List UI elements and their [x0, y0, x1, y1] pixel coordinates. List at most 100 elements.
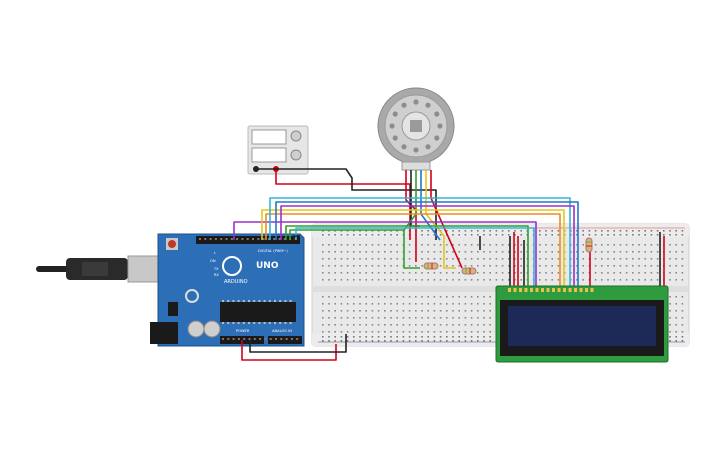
breadboard-hole: [439, 234, 442, 236]
breadboard-hole: [656, 258, 659, 260]
breadboard-hole: [681, 258, 684, 260]
resistor[interactable]: [423, 262, 439, 270]
breadboard-hole: [520, 279, 522, 281]
current-knob[interactable]: [290, 149, 302, 161]
breadboard-hole: [675, 272, 677, 274]
breadboard-hole: [483, 234, 485, 236]
breadboard-hole: [638, 244, 640, 246]
breadboard-hole: [377, 279, 380, 281]
breadboard-hole: [644, 258, 646, 260]
breadboard-hole: [539, 265, 541, 267]
breadboard-hole: [384, 336, 386, 338]
breadboard-hole: [489, 310, 491, 312]
breadboard-hole: [371, 303, 374, 305]
breadboard-hole: [377, 324, 380, 326]
motor-shaft: [410, 120, 422, 132]
breadboard-hole: [377, 317, 380, 319]
rx-label: RX: [214, 273, 219, 277]
breadboard-hole: [483, 340, 485, 342]
breadboard-hole: [551, 230, 553, 232]
breadboard-hole: [415, 265, 417, 267]
breadboard-hole: [421, 340, 423, 342]
breadboard-hole: [408, 279, 411, 281]
breadboard-hole: [421, 331, 423, 333]
resistor[interactable]: [585, 237, 593, 253]
breadboard-hole: [650, 244, 653, 246]
breadboard-hole: [520, 265, 522, 267]
breadboard-hole: [433, 310, 436, 312]
motor-hole: [413, 99, 419, 105]
breadboard-hole: [359, 272, 361, 274]
breadboard-hole: [439, 272, 442, 274]
breadboard-hole: [557, 234, 560, 236]
breadboard-hole: [421, 296, 423, 298]
breadboard-hole: [458, 234, 460, 236]
arduino-uno[interactable]: ARDUINO UNO DIGITAL (PWM~) POWER ANALOG …: [36, 233, 305, 347]
voltage-knob[interactable]: [290, 130, 302, 142]
breadboard-hole: [489, 336, 491, 338]
breadboard-hole: [669, 258, 671, 260]
breadboard-hole: [675, 340, 677, 342]
breadboard-hole: [433, 336, 436, 338]
breadboard-hole: [408, 336, 411, 338]
breadboard-hole: [551, 244, 553, 246]
breadboard-hole: [446, 296, 448, 298]
breadboard-hole: [632, 272, 634, 274]
breadboard-hole: [464, 279, 467, 281]
header-pin: [253, 338, 256, 340]
breadboard-hole: [551, 251, 553, 253]
breadboard-hole: [483, 310, 485, 312]
breadboard-hole: [495, 234, 498, 236]
capacitor: [187, 320, 205, 338]
breadboard-hole: [452, 310, 454, 312]
breadboard-hole: [681, 310, 684, 312]
breadboard-hole: [483, 230, 485, 232]
breadboard-hole: [681, 317, 684, 319]
breadboard-hole: [353, 331, 355, 333]
breadboard-hole: [632, 234, 634, 236]
wire-purple2: [280, 205, 575, 286]
breadboard-hole: [458, 279, 460, 281]
breadboard-hole: [452, 279, 454, 281]
dc-power-supply[interactable]: [247, 125, 309, 175]
breadboard-hole: [458, 310, 460, 312]
breadboard-hole: [681, 272, 684, 274]
breadboard-hole: [483, 258, 485, 260]
lcd-16x2[interactable]: [495, 285, 669, 363]
breadboard-hole: [384, 279, 386, 281]
breadboard-hole: [384, 340, 386, 342]
chip-pin: [263, 300, 266, 302]
breadboard-hole: [384, 296, 386, 298]
breadboard-hole: [625, 279, 628, 281]
breadboard-hole: [427, 336, 429, 338]
breadboard-hole: [390, 234, 392, 236]
breadboard-hole: [446, 324, 448, 326]
motor-hole: [425, 144, 431, 150]
breadboard-hole: [384, 234, 386, 236]
breadboard-hole: [464, 265, 467, 267]
current-display: [251, 147, 287, 163]
breadboard-hole: [359, 317, 361, 319]
breadboard-hole: [365, 336, 367, 338]
breadboard-hole: [371, 296, 374, 298]
breadboard-hole: [508, 272, 510, 274]
header-pin: [285, 338, 288, 340]
breadboard-hole: [384, 303, 386, 305]
resistor[interactable]: [461, 267, 477, 275]
breadboard-hole: [334, 317, 336, 319]
breadboard-hole: [514, 251, 516, 253]
usb-cable: [36, 266, 74, 272]
lcd-pin: [557, 288, 561, 292]
breadboard-hole: [365, 258, 367, 260]
breadboard-hole: [601, 230, 603, 232]
dc-motor-with-encoder[interactable]: [377, 87, 455, 171]
breadboard-hole: [402, 310, 405, 312]
breadboard-hole: [625, 230, 628, 232]
breadboard-hole: [681, 265, 684, 267]
breadboard-hole: [328, 331, 330, 333]
breadboard-hole: [501, 251, 504, 253]
breadboard-hole: [483, 251, 485, 253]
breadboard-hole: [452, 244, 454, 246]
breadboard-hole: [439, 258, 442, 260]
breadboard-hole: [681, 244, 684, 246]
